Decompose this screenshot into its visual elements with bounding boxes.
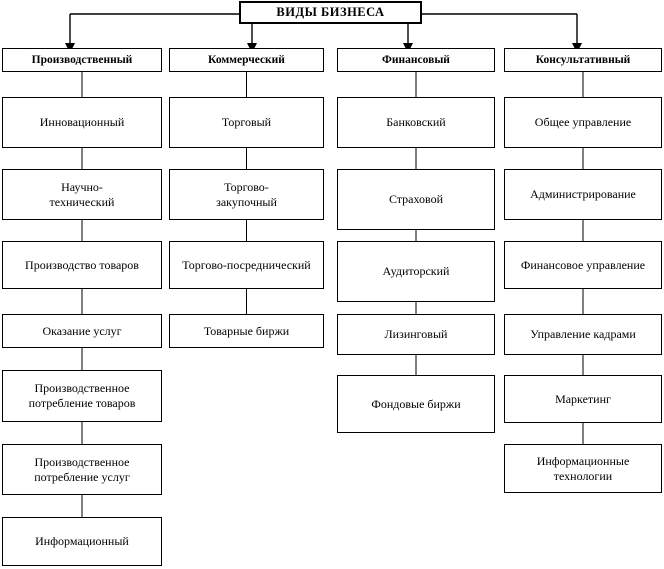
financial-item: Банковский	[337, 97, 495, 148]
production-item: Оказание услуг	[2, 314, 162, 348]
commercial-item: Торгово-посреднический	[169, 241, 324, 289]
financial-item: Фондовые биржи	[337, 375, 495, 433]
production-item: Производство товаров	[2, 241, 162, 289]
consulting-item: Администрирование	[504, 169, 662, 220]
production-item: Инновационный	[2, 97, 162, 148]
category-financial: Финансовый	[337, 48, 495, 72]
commercial-item: Торговый	[169, 97, 324, 148]
financial-item: Аудиторский	[337, 241, 495, 302]
production-item: Научно- технический	[2, 169, 162, 220]
production-item: Информационный	[2, 517, 162, 566]
production-item: Производственное потребление услуг	[2, 444, 162, 495]
consulting-item: Маркетинг	[504, 375, 662, 423]
consulting-item: Управление кадрами	[504, 314, 662, 355]
financial-item: Страховой	[337, 169, 495, 230]
category-consulting: Консультативный	[504, 48, 662, 72]
financial-item: Лизинговый	[337, 314, 495, 355]
category-production: Производственный	[2, 48, 162, 72]
commercial-item: Товарные биржи	[169, 314, 324, 348]
consulting-item: Общее управление	[504, 97, 662, 148]
diagram-title: ВИДЫ БИЗНЕСА	[239, 1, 422, 24]
consulting-item: Информационные технологии	[504, 444, 662, 493]
category-commercial: Коммерческий	[169, 48, 324, 72]
production-item: Производственное потребление товаров	[2, 370, 162, 422]
consulting-item: Финансовое управление	[504, 241, 662, 289]
commercial-item: Торгово- закупочный	[169, 169, 324, 220]
